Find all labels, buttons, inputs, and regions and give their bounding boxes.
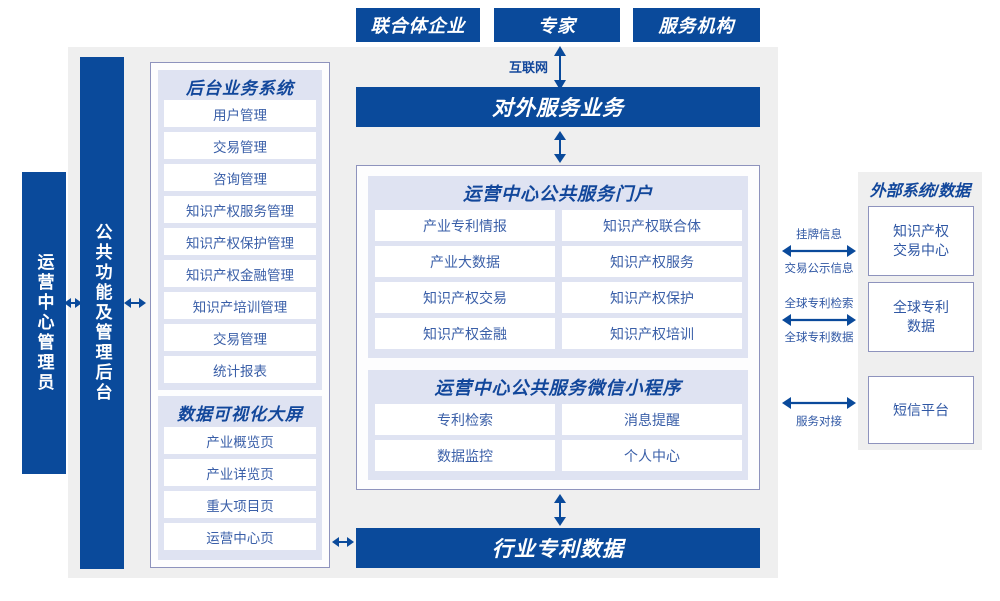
role-bar-common-function-backend[interactable]: 公共功能及管理后台 [80,57,124,569]
role-label: 运营中心管理员 [34,253,54,393]
backend-item-statistics-report[interactable]: 统计报表 [164,356,316,383]
miniapp-item-patent-search[interactable]: 专利检索 [375,404,555,435]
backend-item-ip-finance-management[interactable]: 知识产权金融管理 [164,260,316,287]
industry-patent-data-label: 行业专利数据 [492,538,624,561]
connector-label-listing-info: 挂牌信息 [796,229,842,241]
dataviz-screen-title: 数据可视化大屏 [177,404,303,424]
actor-button-service-org[interactable]: 服务机构 [633,8,760,42]
portal-item-ip-training[interactable]: 知识产权培训 [562,318,742,349]
portal-to-patentdata-arrow [554,494,566,526]
dataviz-item-operation-center[interactable]: 运营中心页 [164,523,316,550]
internet-arrow [554,46,566,90]
dataviz-item-major-projects[interactable]: 重大项目页 [164,491,316,518]
admin-to-backend-arrow [64,298,82,308]
connector-label-transaction-public-info: 交易公示信息 [784,263,854,275]
connector-arrow-service-docking [782,397,856,409]
backend-item-ip-protection-management[interactable]: 知识产权保护管理 [164,228,316,255]
backend-business-system-title: 后台业务系统 [186,78,294,98]
connector-label-global-patent-search: 全球专利检索 [784,298,854,310]
internet-label: 互联网 [508,60,548,75]
miniapp-item-personal-center[interactable]: 个人中心 [562,440,742,471]
backend-item-user-management[interactable]: 用户管理 [164,100,316,127]
backend-to-patentdata-arrow [332,537,354,547]
connector-arrow-global-patent-search [782,314,856,326]
portal-item-ip-transaction[interactable]: 知识产权交易 [375,282,555,313]
industry-patent-data-bar[interactable]: 行业专利数据 [356,528,760,568]
external-service-bar[interactable]: 对外服务业务 [356,87,760,127]
actor-label: 服务机构 [658,16,735,36]
wechat-miniapp-title: 运营中心公共服务微信小程序 [434,378,682,398]
backend-item-ip-training-management[interactable]: 知识产培训管理 [164,292,316,319]
external-box-sms-platform[interactable]: 短信平台 [868,376,974,444]
external-service-label: 对外服务业务 [492,97,624,120]
dataviz-item-industry-overview[interactable]: 产业概览页 [164,427,316,454]
external-box-ip-exchange-center[interactable]: 知识产权 交易中心 [868,206,974,276]
backend-item-transaction-management[interactable]: 交易管理 [164,132,316,159]
external-box-global-patent-data[interactable]: 全球专利 数据 [868,282,974,352]
backend-to-system-arrow [124,298,146,308]
portal-item-ip-consortium[interactable]: 知识产权联合体 [562,210,742,241]
backend-item-ip-service-management[interactable]: 知识产权服务管理 [164,196,316,223]
portal-item-ip-protection[interactable]: 知识产权保护 [562,282,742,313]
actor-label: 联合体企业 [370,16,466,36]
actor-button-expert[interactable]: 专家 [494,8,620,42]
actor-button-consortium[interactable]: 联合体企业 [356,8,480,42]
connector-arrow-listing-info [782,245,856,257]
role-label: 公共功能及管理后台 [92,223,112,403]
portal-item-industry-patent-intel[interactable]: 产业专利情报 [375,210,555,241]
portal-item-industry-bigdata[interactable]: 产业大数据 [375,246,555,277]
connector-label-global-patent-data: 全球专利数据 [784,332,854,344]
portal-item-ip-finance[interactable]: 知识产权金融 [375,318,555,349]
public-portal-title: 运营中心公共服务门户 [463,184,653,204]
backend-item-consultation-management[interactable]: 咨询管理 [164,164,316,191]
dataviz-item-industry-detail[interactable]: 产业详览页 [164,459,316,486]
external-systems-title: 外部系统/数据 [869,183,971,200]
miniapp-item-message-alert[interactable]: 消息提醒 [562,404,742,435]
service-to-portal-arrow [554,131,566,163]
connector-label-service-docking: 服务对接 [796,416,842,428]
actor-label: 专家 [538,16,576,36]
backend-item-transaction-management-2[interactable]: 交易管理 [164,324,316,351]
portal-item-ip-service[interactable]: 知识产权服务 [562,246,742,277]
miniapp-item-data-monitor[interactable]: 数据监控 [375,440,555,471]
role-bar-operation-center-admin[interactable]: 运营中心管理员 [22,172,66,474]
